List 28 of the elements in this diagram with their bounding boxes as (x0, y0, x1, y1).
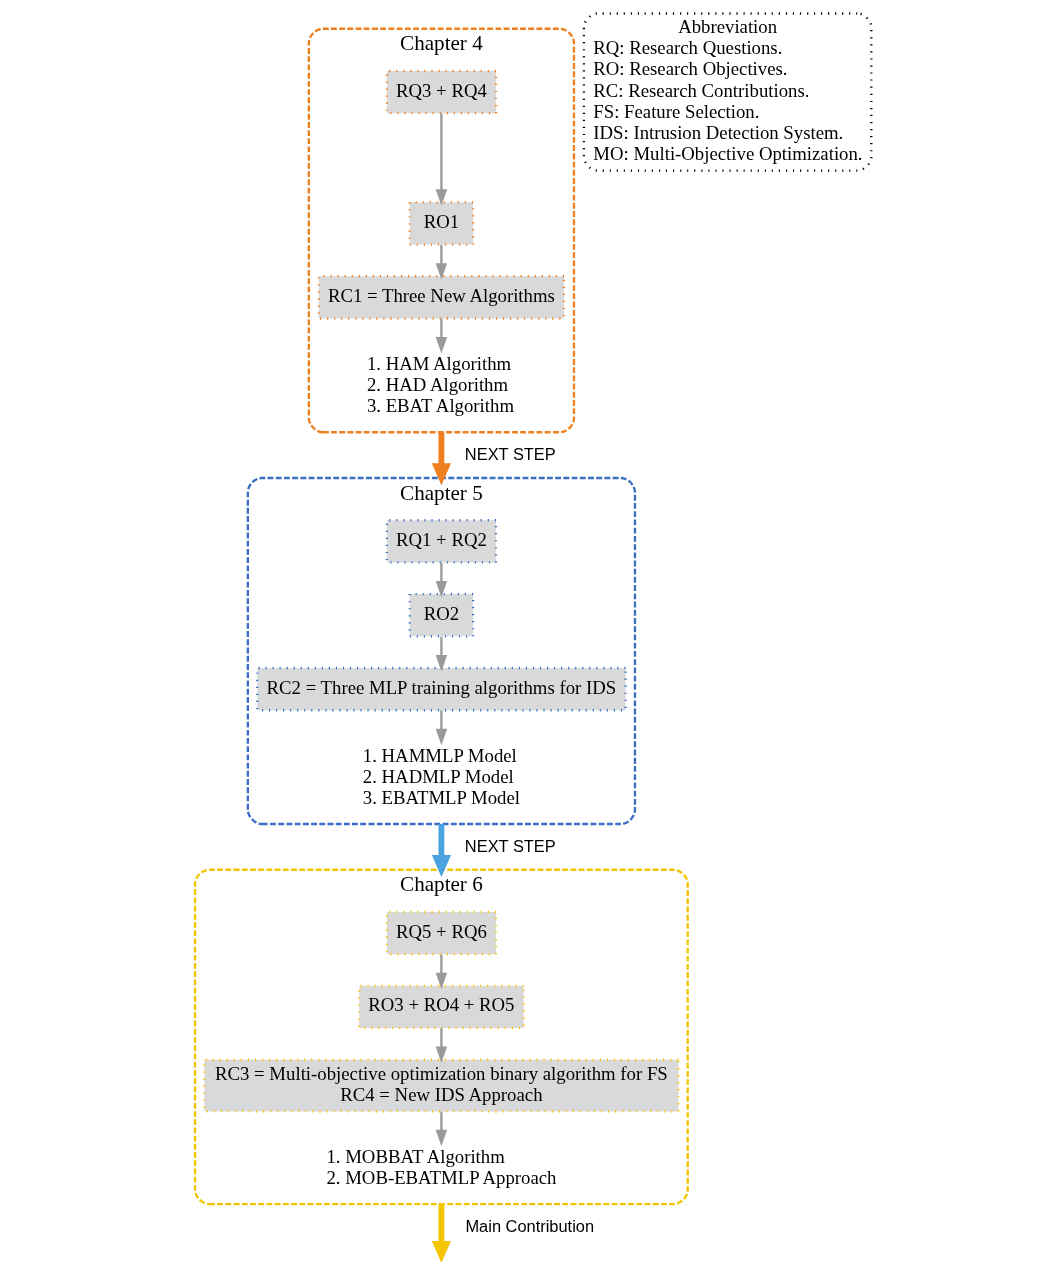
arrow (435, 954, 448, 990)
arrow (431, 432, 451, 486)
node-text: 1. HAM Algorithm 2. HAD Algorithm 3. EBAT Algorithm (366, 352, 514, 417)
node-box: RC2 = Three MLP training algorithms for IDS (256, 666, 627, 712)
node-box: RC3 = Multi-objective optimization binary algorithm for FS RC4 = New IDS Approach (203, 1058, 680, 1113)
node-box: RO3 + RO4 + RO5 (358, 984, 525, 1030)
arrow (435, 318, 448, 354)
arrow (435, 636, 448, 672)
edge-label: NEXT STEP (464, 445, 556, 464)
arrow (435, 1028, 448, 1063)
node-box: Abbreviation RQ: Research Questions. RO: Research Objectives. RC: Research Contributions. FS: Feature Selection. IDS: Intrusion Detection System. MO: Multi-Objective Optimization. (582, 12, 873, 172)
arrow (435, 244, 448, 280)
arrow (435, 1111, 448, 1147)
arrow (435, 562, 448, 598)
arrow (435, 113, 448, 206)
node-box: RO1 (408, 201, 475, 246)
arrow (435, 710, 448, 746)
edge-label: NEXT STEP (464, 836, 556, 855)
arrow (431, 824, 451, 878)
node-box: RO2 (408, 592, 475, 638)
node-box: RQ3 + RQ4 (385, 69, 498, 115)
node-text: 1. HAMMLP Model 2. HADMLP Model 3. EBATMLP Model (362, 744, 520, 808)
node-box: RQ5 + RQ6 (385, 910, 498, 956)
edge-label: Main Contribution (465, 1216, 595, 1235)
node-box: RQ1 + RQ2 (385, 519, 498, 564)
node-text: 1. MOBBAT Algorithm 2. MOB-EBATMLP Approach (326, 1145, 557, 1188)
arrow (431, 1204, 451, 1262)
node-box: RC1 = Three New Algorithms (317, 275, 566, 320)
